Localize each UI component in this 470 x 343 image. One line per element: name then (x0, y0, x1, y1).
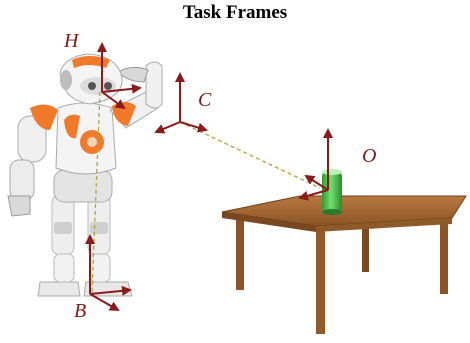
head-to-base-line (91, 91, 101, 293)
frame-b-axes (85, 234, 132, 311)
frame-label-c: C (198, 89, 212, 111)
frame-label-b: B (74, 300, 87, 322)
dashed-links (91, 91, 321, 293)
figure-title: Task Frames (182, 2, 288, 23)
table (221, 195, 467, 334)
frame-h-axes (97, 42, 142, 110)
frame-label-h: H (64, 30, 79, 52)
frame-o-axes (298, 128, 333, 201)
camera-to-object-line (179, 121, 321, 189)
frame-c-axes (154, 72, 208, 134)
nao-robot (7, 53, 163, 297)
green-cup (322, 169, 342, 215)
frame-label-o: O (362, 145, 377, 167)
